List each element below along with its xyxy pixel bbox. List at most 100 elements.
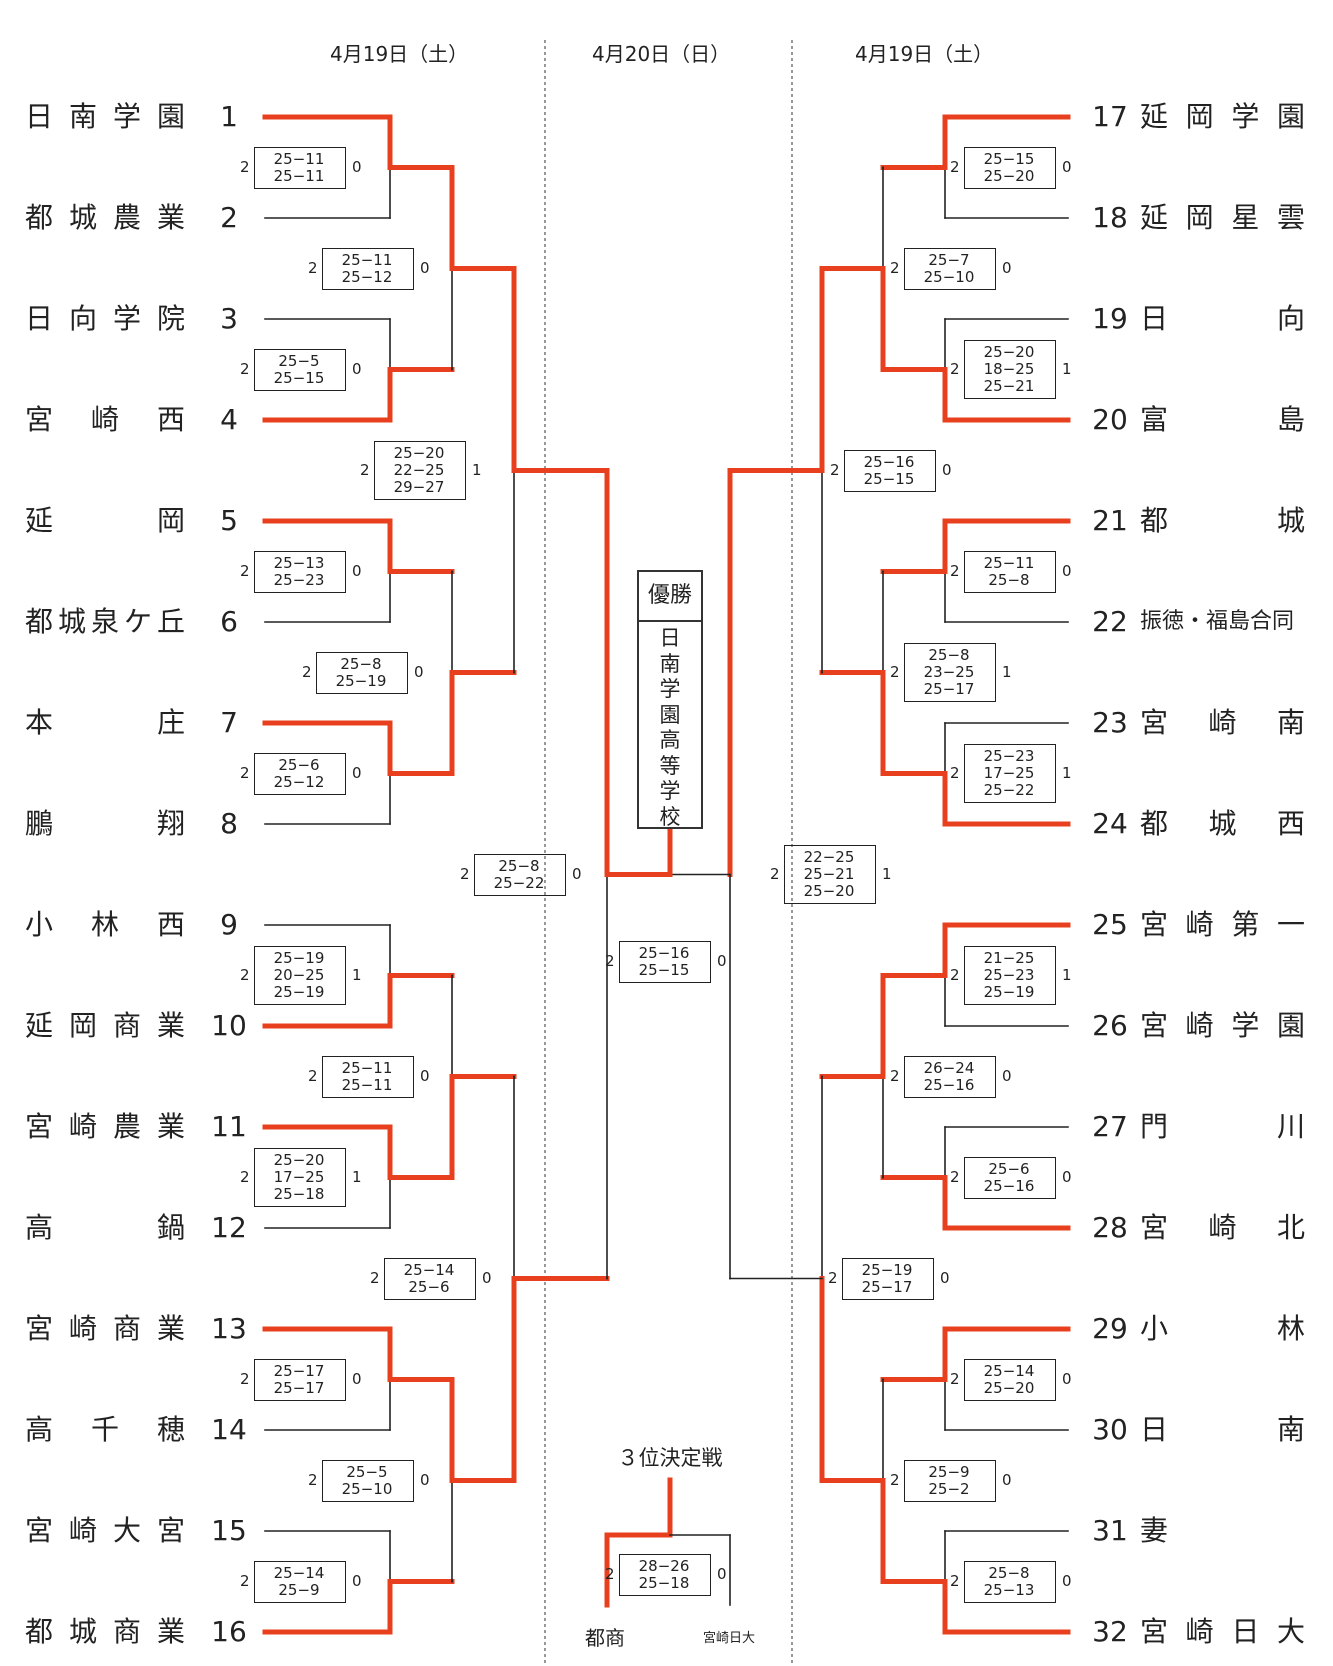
- team-number: 23: [1092, 706, 1128, 739]
- team-number: 16: [211, 1615, 247, 1648]
- sets-won-left: 2: [950, 1167, 960, 1186]
- sets-won-right: 0: [1002, 1066, 1012, 1085]
- team-number: 10: [211, 1009, 247, 1042]
- set-scores: 25−20 17−25 25−18: [273, 1151, 325, 1203]
- sets-won-left: 2: [460, 864, 470, 883]
- sets-won-left: 2: [240, 359, 250, 378]
- team-row: 延岡商業 10: [0, 1006, 1333, 1046]
- sets-won-right: 0: [420, 258, 430, 277]
- sets-won-left: 2: [830, 460, 840, 479]
- team-row: 都城商業 16: [0, 1612, 1333, 1652]
- set-scores: 25−8 23−25 25−17: [923, 646, 975, 698]
- score-bracket: [619, 941, 711, 983]
- set-scores: 25−20 22−25 29−27: [393, 444, 445, 496]
- team-name: 延岡商業: [25, 1009, 185, 1042]
- team-number: 27: [1092, 1110, 1128, 1143]
- score-bracket: [254, 1358, 346, 1401]
- date-center: 4月20日（日）: [592, 42, 731, 66]
- sets-won-right: 0: [1002, 1470, 1012, 1489]
- team-number: 7: [220, 706, 238, 739]
- champion-label: 優勝: [639, 572, 701, 622]
- sets-won-right: 0: [352, 1571, 362, 1590]
- sets-won-left: 2: [950, 1571, 960, 1590]
- team-number: 20: [1092, 403, 1128, 436]
- sets-won-left: 2: [828, 1268, 838, 1287]
- score-bracket: [784, 845, 876, 904]
- team-number: 1: [220, 100, 238, 133]
- sets-won-left: 2: [360, 460, 370, 479]
- team-number: 12: [211, 1211, 247, 1244]
- team-name: 高鍋: [25, 1211, 185, 1244]
- team-name: 小林: [1140, 1312, 1305, 1345]
- team-name: 宮崎西: [25, 403, 185, 436]
- set-scores: 22−25 25−21 25−20: [803, 848, 855, 900]
- team-row: 富島 20: [0, 400, 1333, 440]
- sets-won-right: 1: [1002, 662, 1012, 681]
- score-bracket: [474, 853, 566, 896]
- score-bracket: [254, 550, 346, 593]
- set-scores: 25−9 25−2: [928, 1462, 970, 1498]
- sets-won-right: 0: [717, 1565, 727, 1583]
- team-name: 都城商業: [25, 1615, 185, 1648]
- sets-won-right: 1: [352, 965, 362, 984]
- match-score: 2 25−8 23−25 25−17 1: [890, 643, 1020, 702]
- sets-won-right: 1: [352, 1167, 362, 1186]
- set-scores: 26−24 25−16: [923, 1058, 975, 1094]
- sets-won-left: 2: [240, 1167, 250, 1186]
- team-name: 妻: [1140, 1514, 1169, 1547]
- sets-won-right: 0: [352, 763, 362, 782]
- score-bracket: [254, 752, 346, 795]
- sets-won-right: 0: [1062, 157, 1072, 176]
- set-scores: 25−5 25−15: [273, 351, 325, 387]
- team-number: 8: [220, 807, 238, 840]
- sets-won-right: 0: [1062, 561, 1072, 580]
- team-number: 22: [1092, 605, 1128, 638]
- team-name: 都城泉ケ丘: [25, 605, 185, 638]
- score-bracket: [384, 1257, 476, 1300]
- score-bracket: [964, 340, 1056, 399]
- sets-won-right: 1: [1062, 965, 1072, 984]
- sets-won-right: 0: [352, 359, 362, 378]
- team-number: 2: [220, 201, 238, 234]
- sets-won-right: 0: [717, 952, 727, 970]
- team-number: 18: [1092, 201, 1128, 234]
- team-name: 都城: [1140, 504, 1305, 537]
- set-scores: 25−6 25−12: [273, 755, 325, 791]
- sets-won-right: 0: [1062, 1369, 1072, 1388]
- score-bracket: [254, 348, 346, 391]
- team-row: 高鍋 12: [0, 1208, 1333, 1248]
- set-scores: 25−14 25−9: [273, 1563, 325, 1599]
- team-number: 13: [211, 1312, 247, 1345]
- team-name: 延岡学園: [1140, 100, 1305, 133]
- team-number: 28: [1092, 1211, 1128, 1244]
- score-bracket: [904, 643, 996, 702]
- sets-won-left: 2: [308, 1470, 318, 1489]
- team-name: 宮崎第一: [1140, 908, 1305, 941]
- team-name: 富島: [1140, 403, 1305, 436]
- team-name: 日南: [1140, 1413, 1305, 1446]
- set-scores: 25−5 25−10: [341, 1462, 393, 1498]
- score-bracket: [964, 550, 1056, 593]
- sets-won-left: 2: [890, 662, 900, 681]
